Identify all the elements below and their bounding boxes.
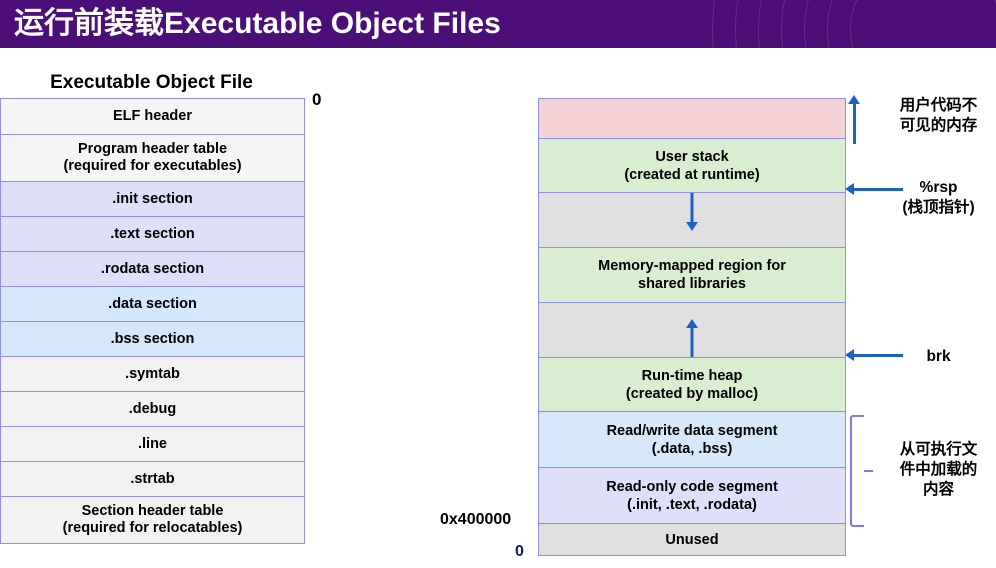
object-file-row: .data section xyxy=(1,287,304,322)
object-file-row-label: ELF header xyxy=(113,108,192,124)
object-file-row-label: .data section xyxy=(108,295,197,312)
decorative-arcs xyxy=(712,0,996,48)
object-file-row: Program header table(required for execut… xyxy=(1,135,304,182)
object-file-row: .debug xyxy=(1,392,304,427)
memory-block-label: Read/write data segment(.data, .bss) xyxy=(606,422,778,457)
object-file-row: .bss section xyxy=(1,322,304,357)
arrow-head-up-icon xyxy=(686,319,698,328)
left-panel-heading: Executable Object File xyxy=(50,72,253,93)
rsp-pointer-arrow xyxy=(845,183,903,195)
memory-block: Read-only code segment(.init, .text, .ro… xyxy=(539,468,845,524)
memory-block xyxy=(539,99,845,139)
object-file-row: .line xyxy=(1,427,304,462)
address-label-0x400000: 0x400000 xyxy=(440,511,512,528)
object-file-row-label: .symtab xyxy=(125,365,180,382)
slide-title-bar: 运行前装载Executable Object Files xyxy=(0,0,996,48)
memory-block xyxy=(539,303,845,358)
kernel-memory-arrow xyxy=(847,95,860,144)
annotation-kernel-memory: 用户代码不可见的内存 xyxy=(899,97,978,134)
process-memory-diagram: User stack(created at runtime) Memory-map… xyxy=(538,98,846,556)
address-label-zero-top: 0 xyxy=(312,90,322,109)
object-file-row-label: Program header table(required for execut… xyxy=(63,141,242,174)
memory-block-label: Read-only code segment(.init, .text, .ro… xyxy=(606,478,778,513)
object-file-row-label: .strtab xyxy=(130,470,175,487)
object-file-row-label: .bss section xyxy=(110,330,195,347)
memory-block xyxy=(539,193,845,248)
object-file-row: Section header table(required for reloca… xyxy=(1,497,304,544)
object-file-row-label: .rodata section xyxy=(100,260,205,277)
object-file-row-label: .init section xyxy=(112,190,193,207)
object-file-row: .symtab xyxy=(1,357,304,392)
address-label-zero-bottom: 0 xyxy=(515,543,524,560)
memory-block-label: Run-time heap(created by malloc) xyxy=(625,367,759,402)
object-file-row-label: .text section xyxy=(110,225,195,242)
stack-grow-down-arrow xyxy=(690,193,694,223)
object-file-row: ELF header xyxy=(1,99,304,135)
object-file-row: .strtab xyxy=(1,462,304,497)
memory-block: Run-time heap(created by malloc) xyxy=(539,358,845,412)
object-file-row: .rodata section xyxy=(1,252,304,287)
object-file-row-label: .line xyxy=(137,435,167,452)
page-title: 运行前装载Executable Object Files xyxy=(14,7,501,40)
object-file-row-label: .debug xyxy=(128,400,177,417)
object-file-row: .init section xyxy=(1,182,304,217)
annotation-brk: brk xyxy=(926,348,951,365)
heap-grow-up-arrow xyxy=(690,327,694,357)
object-file-row-label: Section header table(required for reloca… xyxy=(62,503,243,536)
memory-block: Read/write data segment(.data, .bss) xyxy=(539,412,845,468)
memory-block: User stack(created at runtime) xyxy=(539,139,845,193)
annotation-rsp: %rsp(栈顶指针) xyxy=(902,179,975,216)
loaded-from-executable-bracket xyxy=(850,415,873,527)
object-file-row: .text section xyxy=(1,217,304,252)
brk-pointer-arrow xyxy=(845,349,903,361)
annotation-loaded-from-executable: 从可执行文件中加载的内容 xyxy=(899,441,978,498)
memory-block-label: User stack(created at runtime) xyxy=(624,148,760,183)
arrow-head-down-icon xyxy=(686,222,698,231)
memory-block-label: Unused xyxy=(665,531,719,548)
memory-block: Unused xyxy=(539,524,845,555)
